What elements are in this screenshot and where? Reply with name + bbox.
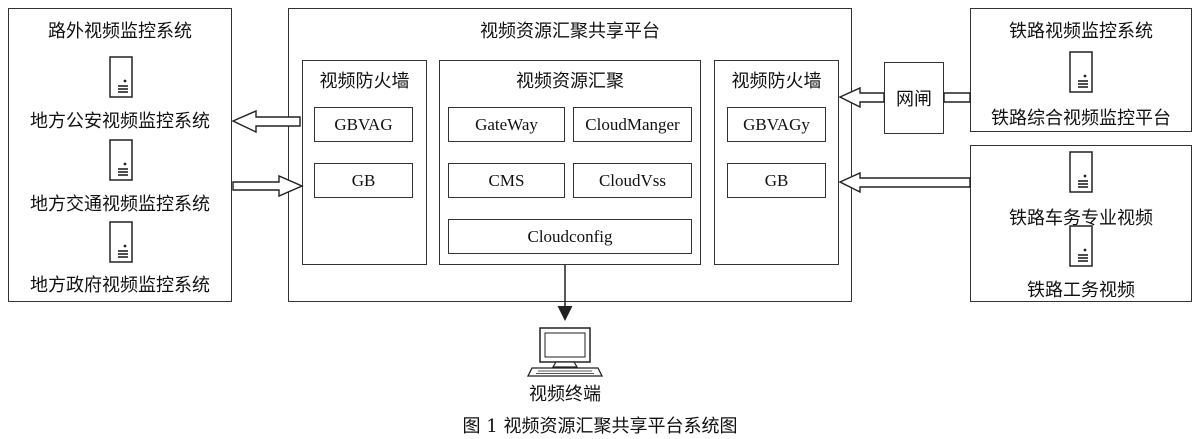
railway-monitoring-title: 铁路视频监控系统 bbox=[1009, 21, 1153, 42]
cloudconfig-module: Cloudconfig bbox=[448, 219, 692, 254]
arrow-from-railway-professional bbox=[838, 171, 971, 194]
left-panel-title: 路外视频监控系统 bbox=[48, 21, 192, 42]
arrow-from-gateway bbox=[838, 86, 885, 109]
cloudmanger-module: CloudManger bbox=[573, 107, 692, 142]
left-firewall-title: 视频防火墙 bbox=[319, 71, 410, 92]
left-firewall-box bbox=[302, 60, 427, 265]
left-system-1-label: 地方公安视频监控系统 bbox=[30, 111, 210, 132]
arrow-to-public-security bbox=[231, 109, 301, 134]
left-firewall-gbvag: GBVAG bbox=[314, 107, 413, 142]
railway-works-video-label: 铁路工务视频 bbox=[1027, 280, 1135, 301]
right-firewall-gbvagy: GBVAGy bbox=[727, 107, 826, 142]
right-firewall-box bbox=[714, 60, 839, 265]
right-firewall-gb: GB bbox=[727, 163, 826, 198]
server-icon bbox=[1069, 225, 1093, 267]
terminal-label: 视频终端 bbox=[529, 384, 601, 405]
network-gateway-box: 网闸 bbox=[884, 62, 944, 134]
monitor-icon bbox=[526, 327, 604, 377]
cms-module: CMS bbox=[448, 163, 565, 198]
arrow-to-gateway bbox=[943, 92, 971, 103]
server-icon bbox=[1069, 51, 1093, 93]
railway-traffic-video-label: 铁路车务专业视频 bbox=[1009, 208, 1153, 229]
left-system-2-label: 地方交通视频监控系统 bbox=[30, 194, 210, 215]
railway-integrated-platform-label: 铁路综合视频监控平台 bbox=[991, 108, 1171, 129]
left-system-3-label: 地方政府视频监控系统 bbox=[30, 275, 210, 296]
cloudvss-module: CloudVss bbox=[573, 163, 692, 198]
center-platform-title: 视频资源汇聚共享平台 bbox=[480, 21, 660, 42]
right-firewall-title: 视频防火墙 bbox=[731, 71, 822, 92]
arrow-from-transport bbox=[232, 174, 304, 198]
aggregation-title: 视频资源汇聚 bbox=[516, 71, 624, 92]
left-firewall-gb: GB bbox=[314, 163, 413, 198]
gateway-module: GateWay bbox=[448, 107, 565, 142]
server-icon bbox=[109, 56, 133, 98]
server-icon bbox=[109, 221, 133, 263]
figure-caption: 图 1 视频资源汇聚共享平台系统图 bbox=[462, 416, 738, 437]
server-icon bbox=[1069, 151, 1093, 193]
server-icon bbox=[109, 139, 133, 181]
